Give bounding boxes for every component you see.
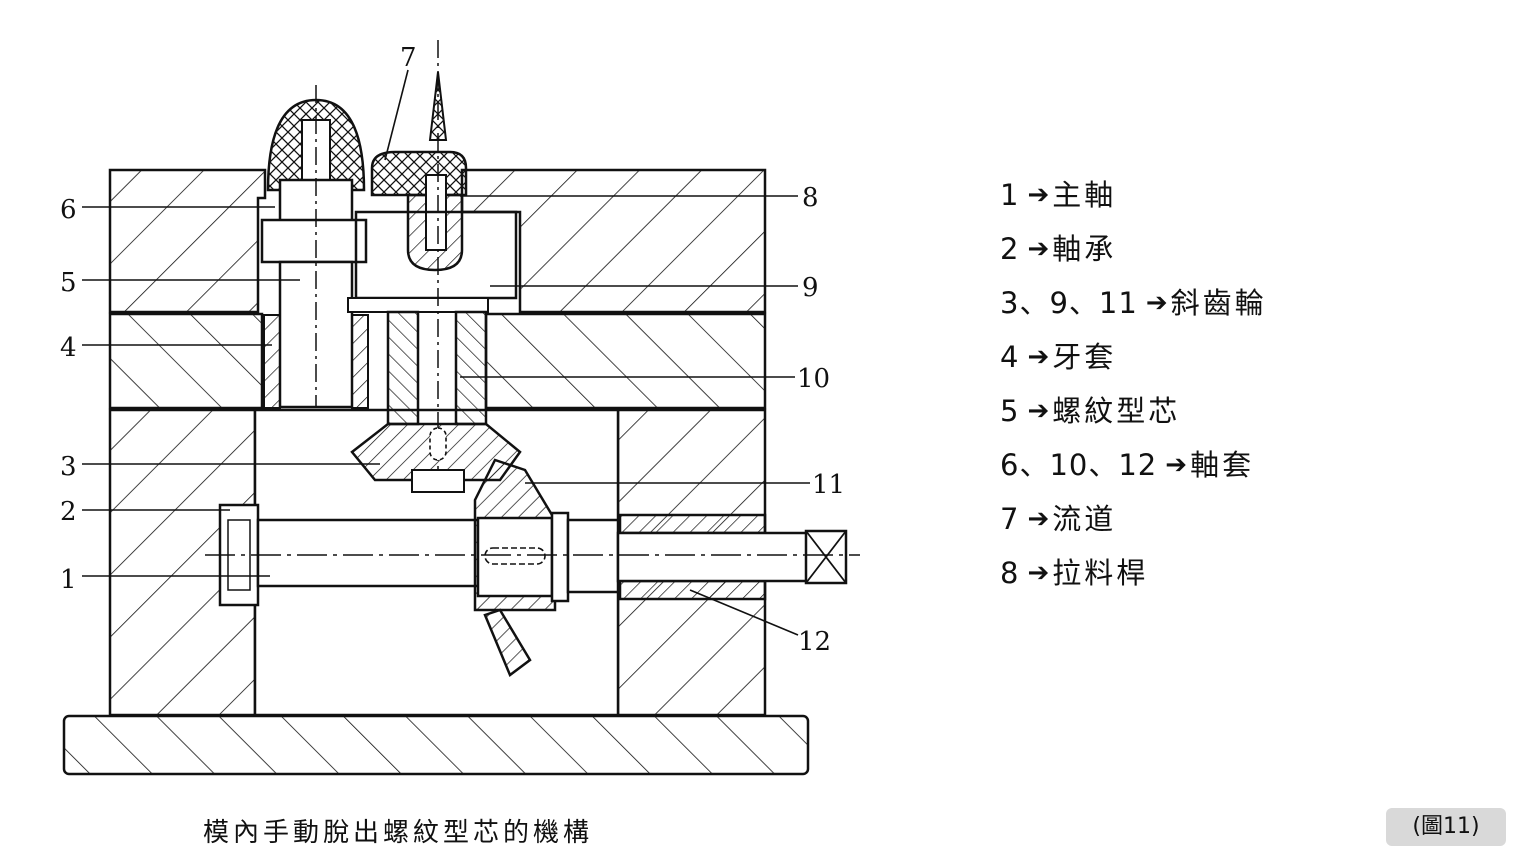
parts-legend: 1➔主軸 2➔軸承 3、9、11➔斜齒輪 4➔牙套 5➔螺紋型芯 6、10、12… [1000,168,1267,600]
callout-9: 9 [802,273,819,303]
arrow-right-icon: ➔ [1027,180,1050,210]
arrow-right-icon: ➔ [1027,396,1050,426]
legend-numbers: 6、10、12 [1000,448,1158,482]
middle-plate [108,312,767,410]
callout-3: 3 [60,452,77,482]
legend-part-name: 流道 [1052,502,1117,536]
arrow-right-icon: ➔ [1027,504,1050,534]
figure-number-badge: (圖11) [1386,808,1506,846]
callout-10: 10 [797,364,830,394]
callout-11: 11 [812,470,845,500]
legend-item: 3、9、11➔斜齒輪 [1000,276,1267,330]
leader-lines [82,69,810,636]
legend-part-name: 斜齒輪 [1170,286,1267,320]
legend-numbers: 5 [1000,394,1020,428]
arrow-right-icon: ➔ [1165,450,1188,480]
arrow-right-icon: ➔ [1027,234,1050,264]
legend-part-name: 螺紋型芯 [1052,394,1181,428]
figure-caption: 模內手動脫出螺紋型芯的機構 [203,818,594,848]
legend-item: 8➔拉料桿 [1000,546,1267,600]
legend-numbers: 3、9、11 [1000,286,1138,320]
legend-item: 2➔軸承 [1000,222,1267,276]
thread-core-assembly [260,85,369,409]
legend-item: 7➔流道 [1000,492,1267,546]
legend-item: 1➔主軸 [1000,168,1267,222]
callout-8: 8 [802,183,819,213]
gear-shaft-sleeve [350,310,522,493]
sprue-assembly [347,40,518,470]
main-shaft-assembly [205,458,860,677]
arrow-right-icon: ➔ [1145,288,1168,318]
legend-numbers: 4 [1000,340,1020,374]
legend-numbers: 1 [1000,178,1020,212]
legend-part-name: 牙套 [1052,340,1117,374]
legend-numbers: 8 [1000,556,1020,590]
legend-numbers: 2 [1000,232,1020,266]
callout-6: 6 [60,195,77,225]
callout-1: 1 [60,565,77,595]
legend-item: 5➔螺紋型芯 [1000,384,1267,438]
legend-part-name: 軸承 [1052,232,1117,266]
callout-4: 4 [60,333,77,363]
legend-part-name: 軸套 [1190,448,1255,482]
legend-numbers: 7 [1000,502,1020,536]
callout-5: 5 [60,268,77,298]
callout-labels: 1 2 3 4 5 6 7 8 9 10 11 12 [60,43,845,657]
mold-cross-section-diagram: 1 2 3 4 5 6 7 8 9 10 11 12 [60,40,860,776]
arrow-right-icon: ➔ [1027,558,1050,588]
arrow-right-icon: ➔ [1027,342,1050,372]
legend-item: 6、10、12➔軸套 [1000,438,1267,492]
callout-2: 2 [60,497,77,527]
callout-7: 7 [400,43,417,73]
callout-12: 12 [798,627,831,657]
base-plate [62,714,810,776]
legend-part-name: 拉料桿 [1052,556,1149,590]
legend-item: 4➔牙套 [1000,330,1267,384]
legend-part-name: 主軸 [1052,178,1117,212]
